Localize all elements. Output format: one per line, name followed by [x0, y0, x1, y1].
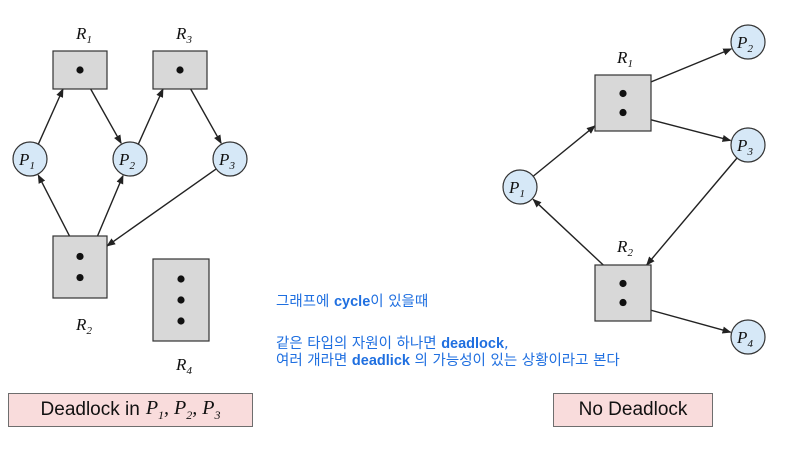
- note-line-2-post: ,: [504, 336, 509, 352]
- svg-text:R1: R1: [75, 24, 92, 46]
- note-line-1: 그래프에 cycle이 있을때: [276, 294, 428, 311]
- process-left-p3: P3: [212, 141, 248, 177]
- svg-text:R3: R3: [175, 24, 192, 46]
- note-line-1-post: 이 있을때: [370, 294, 429, 310]
- edge-right-p1-r1: [532, 125, 596, 177]
- no-deadlock-caption: No Deadlock: [553, 393, 713, 427]
- note-line-3-pre: 여러 개라면: [276, 353, 352, 369]
- deadlock-caption-text: Deadlock in: [40, 399, 140, 420]
- process-right-p3: P3: [730, 127, 766, 163]
- process-left-p2: P2: [112, 141, 148, 177]
- svg-text:R2: R2: [616, 237, 633, 259]
- deadlock-caption-processes: P1, P2, P3: [145, 397, 221, 422]
- resource-left-r1: R1: [52, 24, 108, 90]
- svg-text:R1: R1: [616, 48, 633, 70]
- resource-right-r1: R1: [594, 48, 652, 132]
- note-line-3: 여러 개라면 deadlick 의 가능성이 있는 상황이라고 본다: [276, 353, 620, 370]
- resource-left-r4: R4: [152, 258, 210, 377]
- svg-text:R2: R2: [75, 315, 92, 337]
- process-left-p1: P1: [12, 141, 48, 177]
- note-line-3-bold: deadlick: [351, 353, 410, 369]
- deadlock-caption: Deadlock in P1, P2, P3: [8, 393, 253, 427]
- process-right-p2: P2: [730, 24, 766, 60]
- edge-left-p2-r3: [137, 88, 164, 145]
- edge-left-p3-r2: [106, 168, 217, 247]
- note-line-2: 같은 타입의 자원이 하나면 deadlock,: [276, 336, 509, 353]
- note-line-1-bold: cycle: [333, 294, 371, 310]
- note-line-2-bold: deadlock: [441, 336, 505, 352]
- resource-left-r3: R3: [152, 24, 208, 90]
- note-line-1-pre: 그래프에: [276, 294, 334, 310]
- note-line-3-post: 의 가능성이 있는 상황이라고 본다: [409, 353, 620, 369]
- note-line-2-pre: 같은 타입의 자원이 하나면: [276, 336, 442, 352]
- svg-text:R4: R4: [175, 355, 192, 377]
- process-right-p1: P1: [502, 169, 538, 205]
- process-right-p4: P4: [730, 319, 766, 355]
- no-deadlock-caption-text: No Deadlock: [578, 399, 688, 420]
- edge-right-p3-r2: [646, 157, 738, 266]
- resource-right-r2: R2: [594, 237, 652, 322]
- edge-left-p1-r1: [37, 88, 64, 145]
- resource-left-r2: R2: [52, 235, 108, 337]
